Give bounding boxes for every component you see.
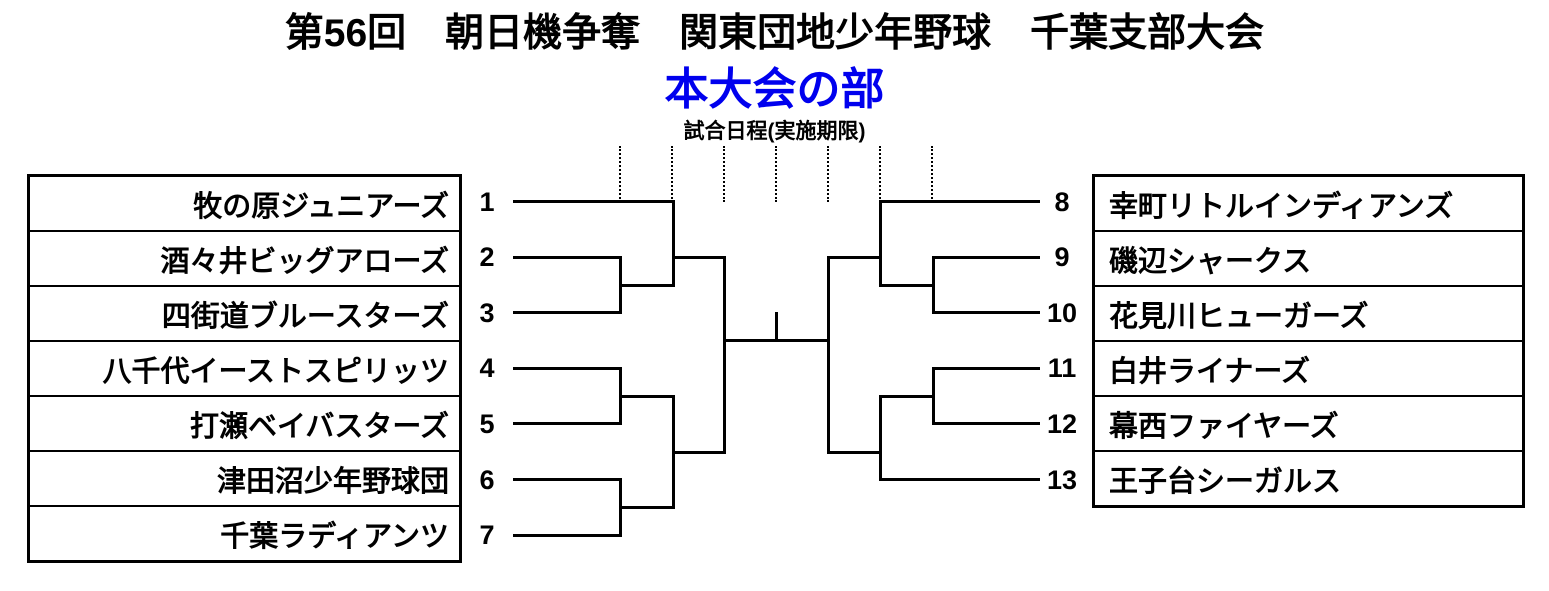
bracket-line bbox=[932, 311, 1040, 314]
bracket-line bbox=[879, 284, 932, 287]
team-cell: 酒々井ビッグアローズ bbox=[30, 232, 459, 287]
match-number: 13 bbox=[1046, 465, 1078, 495]
match-number: 7 bbox=[479, 520, 495, 550]
match-number: 8 bbox=[1054, 187, 1070, 217]
team-name: 白井ライナーズ bbox=[1109, 355, 1310, 388]
schedule-column-divider bbox=[879, 146, 881, 202]
team-name: 幕西ファイヤーズ bbox=[1109, 410, 1339, 443]
bracket-line bbox=[932, 367, 1040, 370]
team-name: 幸町リトルインディアンズ bbox=[1109, 190, 1454, 223]
schedule-column-divider bbox=[723, 146, 725, 202]
page-title: 第56回 朝日機争奪 関東団地少年野球 千葉支部大会 bbox=[284, 12, 1265, 55]
bracket-line bbox=[513, 200, 672, 203]
bracket-line bbox=[932, 256, 1040, 259]
team-name: 津田沼少年野球団 bbox=[216, 465, 449, 498]
team-cell: 王子台シーガルス bbox=[1095, 452, 1522, 505]
bracket-line bbox=[932, 367, 935, 425]
team-cell: 牧の原ジュニアーズ bbox=[30, 177, 459, 232]
team-cell: 磯辺シャークス bbox=[1095, 232, 1522, 287]
match-number: 5 bbox=[479, 409, 495, 439]
schedule-column-divider bbox=[931, 146, 933, 202]
match-number: 4 bbox=[479, 353, 495, 383]
team-name: 酒々井ビッグアローズ bbox=[160, 245, 449, 278]
team-name: 四街道ブルースターズ bbox=[161, 300, 449, 333]
match-number: 10 bbox=[1046, 298, 1078, 328]
team-cell: 幕西ファイヤーズ bbox=[1095, 397, 1522, 452]
bracket-line bbox=[723, 256, 726, 454]
bracket-line bbox=[879, 395, 932, 398]
bracket-line bbox=[619, 284, 672, 287]
bracket-line bbox=[879, 200, 1040, 203]
schedule-column-divider bbox=[619, 146, 621, 202]
bracket-line bbox=[672, 451, 723, 454]
team-name: 千葉ラディアンツ bbox=[220, 520, 449, 553]
bracket-line bbox=[672, 256, 723, 259]
bracket-line bbox=[619, 506, 672, 509]
subtitle: 本大会の部 bbox=[664, 65, 885, 114]
bracket-line bbox=[672, 200, 675, 287]
team-cell: 白井ライナーズ bbox=[1095, 342, 1522, 397]
bracket-line bbox=[879, 478, 1040, 481]
team-name: 王子台シーガルス bbox=[1109, 465, 1342, 498]
bracket-line bbox=[932, 422, 1040, 425]
team-name: 磯辺シャークス bbox=[1109, 245, 1312, 278]
bracket-line bbox=[513, 478, 619, 481]
bracket-line bbox=[619, 395, 672, 398]
match-number: 3 bbox=[479, 298, 495, 328]
bracket-line bbox=[827, 256, 879, 259]
team-cell: 花見川ヒューガーズ bbox=[1095, 287, 1522, 342]
bracket-line bbox=[879, 200, 882, 287]
match-number: 6 bbox=[479, 465, 495, 495]
bracket-line bbox=[513, 311, 619, 314]
team-name: 牧の原ジュニアーズ bbox=[193, 190, 449, 223]
schedule-column-divider bbox=[827, 146, 829, 202]
match-number: 12 bbox=[1046, 409, 1078, 439]
bracket-line bbox=[932, 256, 935, 314]
bracket-line bbox=[513, 422, 619, 425]
match-number: 1 bbox=[479, 187, 495, 217]
bracket-line bbox=[879, 395, 882, 481]
bracket-line bbox=[827, 451, 879, 454]
match-number: 9 bbox=[1054, 242, 1070, 272]
team-cell: 四街道ブルースターズ bbox=[30, 287, 459, 342]
schedule-column-divider bbox=[671, 146, 673, 202]
schedule-label: 試合日程(実施期限) bbox=[683, 120, 866, 143]
champion-tick bbox=[775, 312, 778, 342]
team-cell: 千葉ラディアンツ bbox=[30, 507, 459, 560]
team-name: 八千代イーストスピリッツ bbox=[102, 355, 449, 388]
match-number: 11 bbox=[1047, 353, 1077, 383]
team-cell: 八千代イーストスピリッツ bbox=[30, 342, 459, 397]
match-number: 2 bbox=[479, 242, 495, 272]
schedule-column-divider bbox=[775, 146, 777, 202]
left-team-table: 牧の原ジュニアーズ 酒々井ビッグアローズ 四街道ブルースターズ 八千代イーストス… bbox=[27, 174, 462, 563]
team-cell: 津田沼少年野球団 bbox=[30, 452, 459, 507]
team-cell: 打瀬ベイバスターズ bbox=[30, 397, 459, 452]
bracket-line bbox=[513, 534, 619, 537]
team-name: 花見川ヒューガーズ bbox=[1109, 300, 1369, 333]
bracket-line bbox=[513, 256, 619, 259]
team-name: 打瀬ベイバスターズ bbox=[190, 410, 449, 443]
bracket-line bbox=[513, 367, 619, 370]
right-team-table: 幸町リトルインディアンズ 磯辺シャークス 花見川ヒューガーズ 白井ライナーズ 幕… bbox=[1092, 174, 1525, 508]
team-cell: 幸町リトルインディアンズ bbox=[1095, 177, 1522, 232]
bracket-line bbox=[827, 256, 830, 454]
